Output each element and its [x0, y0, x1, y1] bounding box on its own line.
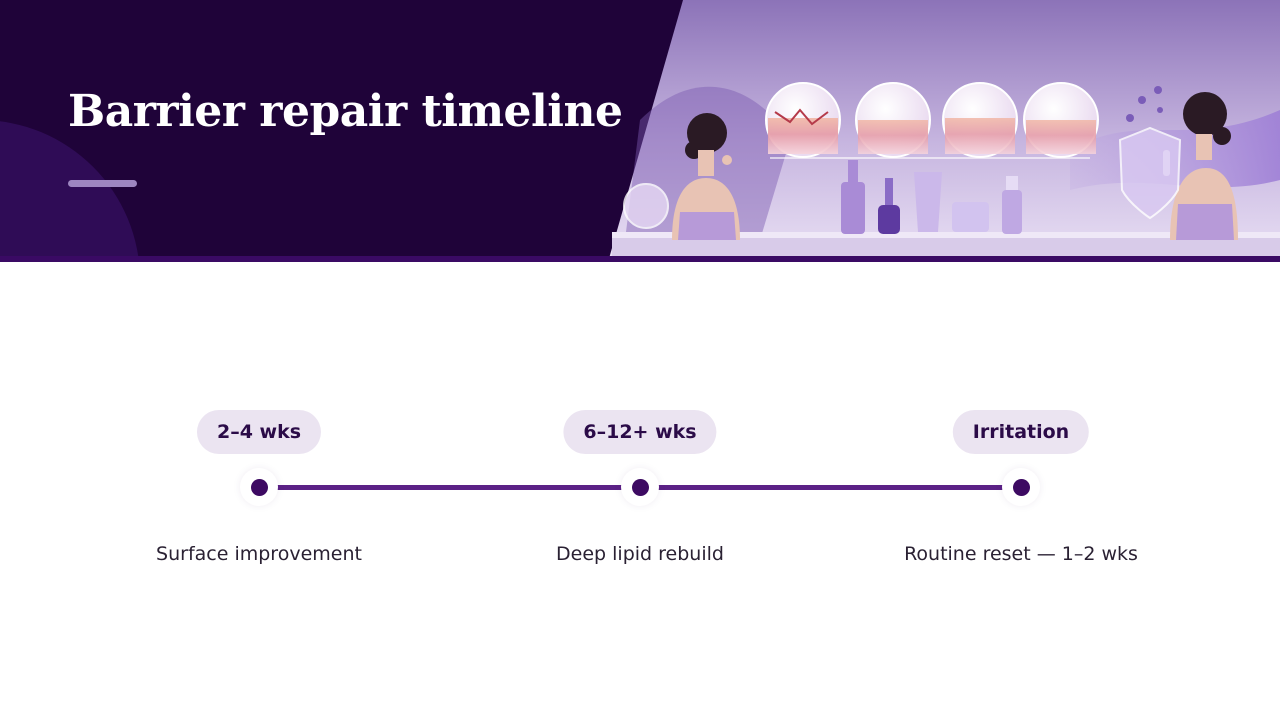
timeline-milestone: 6–12+ wks Deep lipid rebuild	[480, 400, 800, 580]
header-bottom-stripe	[0, 256, 1280, 262]
slide-title: Barrier repair timeline	[68, 86, 623, 137]
milestone-dot	[1012, 479, 1030, 496]
milestone-label-pill: 6–12+ wks	[563, 410, 717, 454]
timeline-connector	[259, 485, 640, 490]
title-accent-bar	[68, 180, 137, 187]
timeline-milestone: 2–4 wks Surface improvement	[99, 400, 419, 580]
timeline: 2–4 wks Surface improvement 6–12+ wks De…	[0, 400, 1280, 580]
header-band: Barrier repair timeline	[0, 0, 1280, 262]
milestone-caption: Deep lipid rebuild	[556, 543, 724, 565]
milestone-label-pill: Irritation	[952, 410, 1090, 454]
milestone-dot	[631, 479, 649, 496]
skincare-routine-illustration	[608, 0, 1280, 262]
milestone-dot	[250, 479, 268, 496]
milestone-caption: Surface improvement	[156, 543, 362, 565]
milestone-caption: Routine reset — 1–2 wks	[904, 543, 1138, 565]
timeline-milestone: Irritation Routine reset — 1–2 wks	[861, 400, 1181, 580]
milestone-label-pill: 2–4 wks	[196, 410, 322, 454]
timeline-connector	[640, 485, 1021, 490]
